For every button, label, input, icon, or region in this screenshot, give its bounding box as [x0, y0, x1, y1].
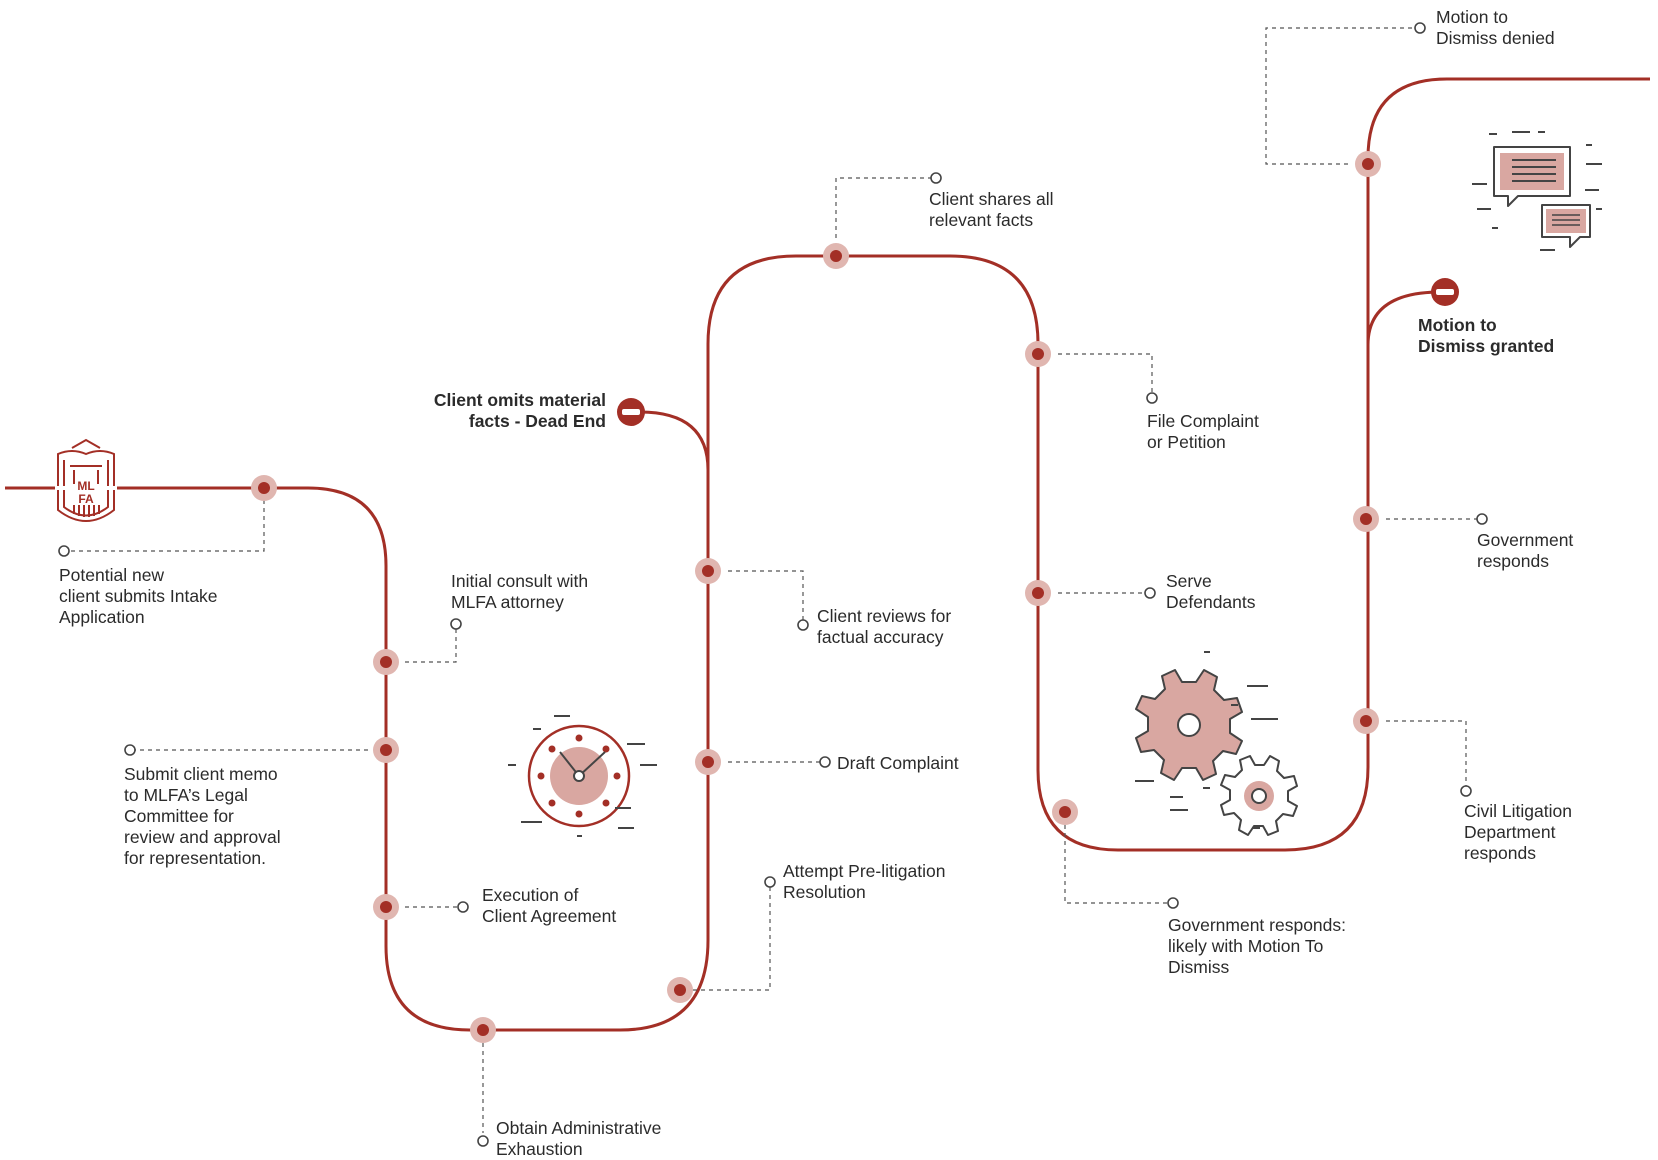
dead-end-branch	[639, 410, 710, 471]
node-exhaustion	[470, 1017, 496, 1043]
gears-icon	[1135, 651, 1298, 836]
node-gov	[1353, 506, 1379, 532]
chat-bubbles-icon	[1472, 131, 1602, 251]
clock-icon	[508, 715, 657, 837]
node-memo	[373, 737, 399, 763]
node-gov-mtd	[1052, 799, 1078, 825]
node-review	[695, 558, 721, 584]
stop-icon	[617, 398, 645, 426]
granted-branch	[1366, 290, 1439, 346]
node-serve	[1025, 580, 1051, 606]
step-label-draft: Draft Complaint	[837, 753, 959, 773]
logo-text-top: ML	[77, 479, 94, 493]
logo-text-bottom: FA	[78, 492, 94, 506]
connectors	[64, 27, 1477, 1133]
node-shares	[823, 243, 849, 269]
shield-column-logo	[57, 438, 115, 522]
process-nodes	[251, 151, 1381, 1043]
node-consult	[373, 649, 399, 675]
node-civil	[1353, 708, 1379, 734]
endpoints	[58, 22, 1488, 1147]
node-agreement	[373, 894, 399, 920]
node-draft	[695, 749, 721, 775]
process-path	[5, 77, 1650, 1032]
step-label-gov-mtd: Government responds:likely with Motion T…	[1168, 915, 1347, 977]
node-intake	[251, 475, 277, 501]
node-file	[1025, 341, 1051, 367]
node-denied	[1355, 151, 1381, 177]
stop-icon	[1431, 278, 1459, 306]
node-prelit	[667, 977, 693, 1003]
